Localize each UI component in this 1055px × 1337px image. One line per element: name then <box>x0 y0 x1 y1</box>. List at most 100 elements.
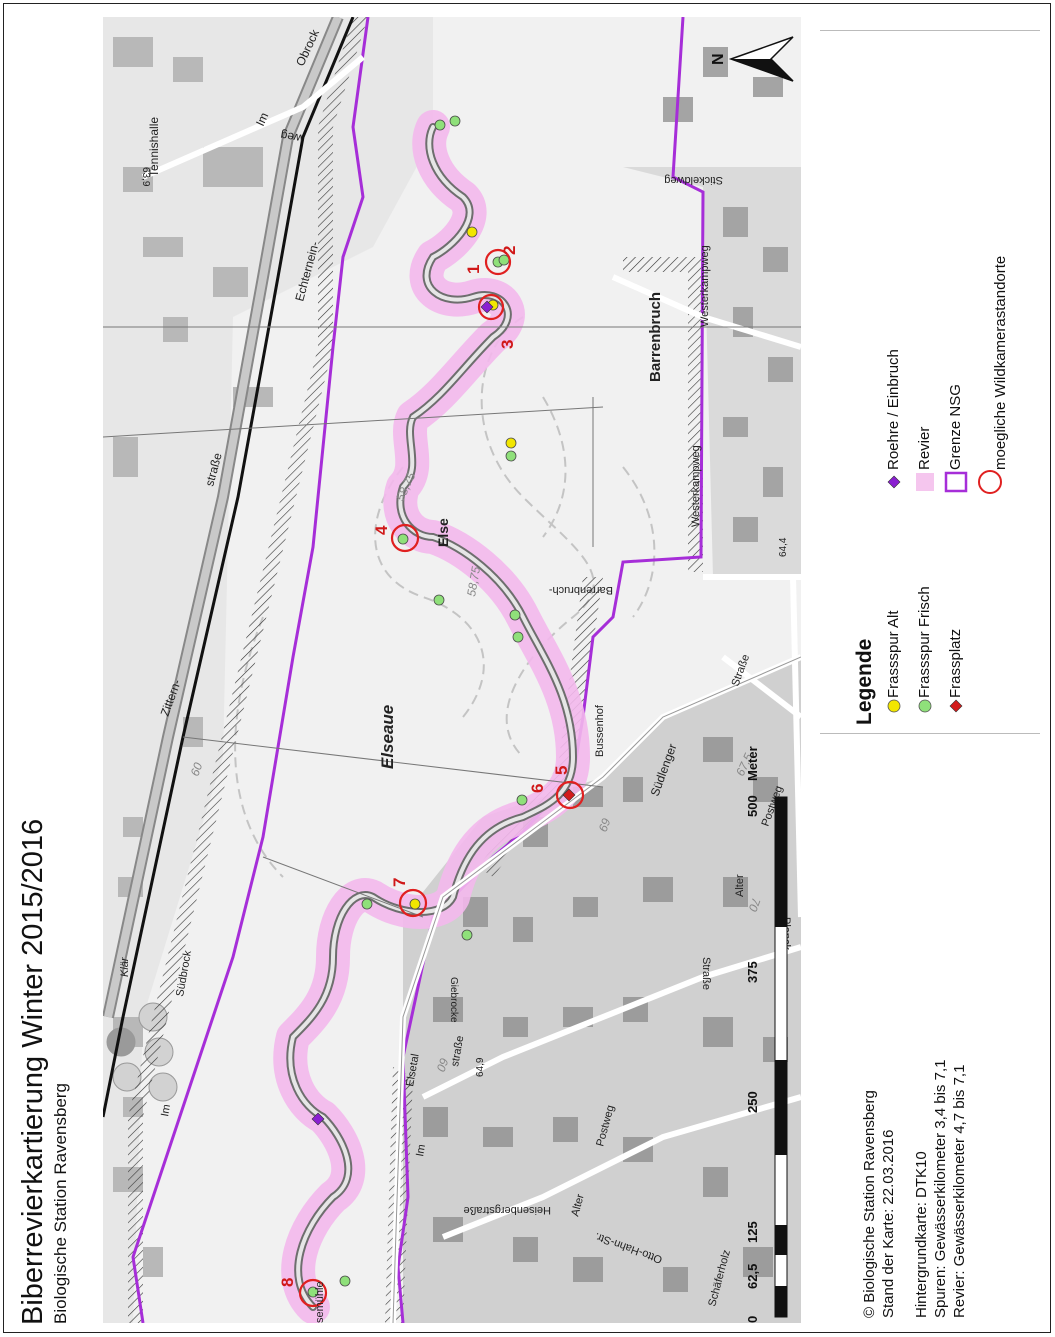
contour-label: 58,75 <box>464 565 483 597</box>
north-arrow: N <box>710 36 794 82</box>
label-heisenberg: Heisenbergstraße <box>464 1204 551 1216</box>
scale-tick: 500 <box>745 795 760 817</box>
label-giebrocke: Giebrocke <box>448 977 459 1023</box>
scale-bar: 0 62,5 125 250 375 500 Meter <box>745 746 788 1323</box>
label-stickeldweg: Stickeldweg <box>664 174 723 186</box>
legend-symbols <box>887 470 1002 713</box>
label-strasse3: straße <box>449 1035 466 1068</box>
camera-number: 8 <box>278 1278 297 1287</box>
purple-diamond <box>311 1112 325 1126</box>
scale-unit: Meter <box>745 746 760 781</box>
label-alter: Alter <box>734 874 746 897</box>
scale-tick: 125 <box>745 1221 760 1243</box>
legend: Legende <box>852 639 878 725</box>
camera-number: 5 <box>552 766 571 775</box>
yellow-point <box>409 898 421 910</box>
label-im2: Im <box>414 1143 428 1157</box>
legend-separator-top <box>820 30 1040 31</box>
legend-label: moegliche Wildkamerastandorte <box>992 255 1009 470</box>
title-block: Biberrevierkartierung Winter 2015/2016 B… <box>16 25 72 1325</box>
legend-symbol-red-diamond <box>949 699 963 713</box>
legend-symbol-red-ring <box>978 470 1002 494</box>
label-h2: 64,4 <box>778 537 789 557</box>
frassspur-frisch-points <box>307 115 528 1298</box>
roehre-points <box>311 300 494 1126</box>
legend-item-wildkamera: moegliche Wildkamerastandorte <box>992 256 1009 470</box>
green-point <box>516 794 528 806</box>
contour-label: 60 <box>434 1056 452 1074</box>
purple-diamond <box>480 300 494 314</box>
green-point <box>307 1286 319 1298</box>
legend-symbol-yellow-dot <box>887 699 901 713</box>
legend-symbol-purple-outline <box>944 471 968 493</box>
scale-tick: 250 <box>745 1091 760 1113</box>
camera-ring <box>390 523 420 553</box>
label-elsetal: Elsetal <box>404 1053 422 1088</box>
green-point <box>433 594 445 606</box>
camera-number: 2 <box>500 246 519 255</box>
map-title: Biberrevierkartierung Winter 2015/2016 <box>17 818 49 1325</box>
camera-number: 3 <box>498 340 517 349</box>
label-bussenhof: Bussenhof <box>594 704 606 757</box>
label-weg: weg <box>279 128 304 146</box>
green-point <box>461 929 473 941</box>
label-elseaue: Elseaue <box>378 705 397 769</box>
green-point <box>449 115 461 127</box>
legend-symbol-purple-diamond <box>887 475 901 489</box>
scale-tick: 375 <box>745 961 760 983</box>
legend-item-frassplatz: Frassplatz <box>947 629 964 698</box>
yellow-point <box>505 437 517 449</box>
credits-tracks: Spuren: Gewässerkilometer 3,4 bis 7,1 <box>932 1059 949 1318</box>
legend-label: Frassplatz <box>947 628 964 698</box>
legend-item-grenze-nsg: Grenze NSG <box>947 384 964 470</box>
legend-heading: Legende <box>853 638 876 725</box>
green-point <box>434 119 446 131</box>
label-im3: Im <box>159 1103 173 1117</box>
label-else: Else <box>435 518 451 547</box>
legend-item-roehre: Roehre / Einbruch <box>885 349 902 470</box>
yellow-point <box>466 226 478 238</box>
legend-item-revier: Revier <box>916 427 933 470</box>
camera-number: 1 <box>464 265 483 274</box>
label-strasse4: Straße <box>700 957 712 990</box>
contour-label: 60 <box>188 760 206 778</box>
frassspur-alt-points <box>409 226 517 910</box>
camera-number: 4 <box>372 525 391 535</box>
label-barrenbruchweg: Barrenbruch- <box>548 584 613 596</box>
green-point <box>509 609 521 621</box>
legend-label: Revier <box>916 426 933 470</box>
credits-basemap: Hintergrundkarte: DTK10 <box>913 1151 930 1318</box>
green-point <box>512 631 524 643</box>
map-subtitle: Biologische Station Ravensberg <box>51 1083 70 1324</box>
railway <box>103 17 355 1118</box>
label-alter2: Alter <box>569 1192 587 1217</box>
label-barrenbruch: Barrenbruch <box>647 292 664 382</box>
legend-item-frassspur-frisch: Frassspur Frisch <box>916 586 933 698</box>
north-label: N <box>710 53 727 65</box>
legend-symbol-green-dot <box>918 699 932 713</box>
legend-label: Frassspur Alt <box>885 610 902 698</box>
camera-ring <box>555 780 585 810</box>
camera-locations <box>298 248 585 1308</box>
buildings <box>113 37 273 1277</box>
contour-label: 69 <box>596 816 614 834</box>
green-point <box>505 450 517 462</box>
map-canvas: 1 2 3 4 5 6 7 8 Elseaue Barrenbruch Else… <box>103 17 801 1323</box>
label-westerkampweg: Westerkampweg <box>699 245 711 327</box>
label-klaer: Klär <box>119 956 131 977</box>
label-tennishalle: Tennishalle <box>147 117 161 177</box>
camera-ring <box>477 293 505 321</box>
camera-number: 6 <box>528 784 547 793</box>
green-point <box>397 533 409 545</box>
legend-label: Grenze NSG <box>947 384 964 470</box>
label-im: Im <box>253 110 271 128</box>
legend-label: Frassspur Frisch <box>916 586 933 698</box>
label-muehle: semühle <box>314 1281 326 1323</box>
scale-tick: 62,5 <box>745 1264 760 1289</box>
credits-copyright: © Biologische Station Ravensberg <box>861 1090 878 1318</box>
green-point <box>361 898 373 910</box>
frassplatz-point <box>562 788 576 802</box>
legend-symbol-pink-area <box>916 473 934 491</box>
scale-tick: 0 <box>745 1316 760 1323</box>
camera-number: 7 <box>390 878 409 887</box>
